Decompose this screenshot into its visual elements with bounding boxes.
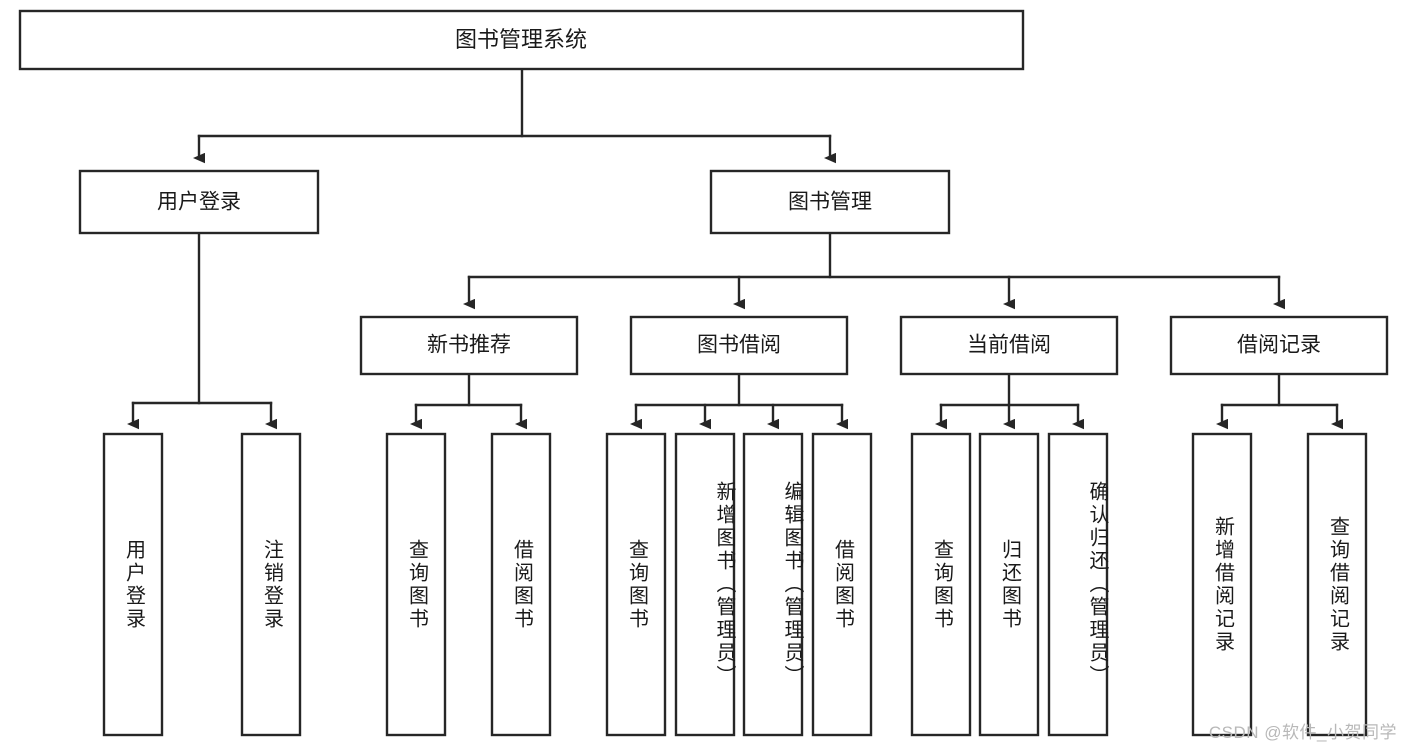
leaf-box-current-confirm[interactable] [1047, 432, 1109, 737]
node-borrow-record[interactable] [1169, 315, 1389, 376]
leaf-box-new-book-borrow[interactable] [490, 432, 552, 737]
leaf-box-record-query[interactable] [1306, 432, 1368, 737]
node-book-borrow-label: 图书借阅 [697, 334, 781, 357]
leaf-box-borrow-add[interactable] [674, 432, 736, 737]
node-borrow-record-label: 借阅记录 [1237, 334, 1321, 357]
node-root-book-management-system[interactable] [18, 9, 1025, 71]
edge-book-borrow-to-leaves [630, 372, 848, 430]
node-book-borrow[interactable] [629, 315, 849, 376]
node-new-book-recommend[interactable] [359, 315, 579, 376]
watermark-text: CSDN @软件_小贺同学 [1208, 723, 1397, 742]
node-root-label: 图书管理系统 [455, 27, 587, 52]
edge-book-manage-to-level3 [463, 231, 1285, 310]
edge-current-borrow-to-leaves [935, 372, 1084, 430]
leaf-box-user-login-login[interactable] [102, 432, 164, 737]
edge-user-login-to-leaves [127, 231, 277, 430]
node-current-borrow-label: 当前借阅 [967, 334, 1051, 357]
node-user-login[interactable] [78, 169, 320, 235]
leaf-box-new-book-query[interactable] [385, 432, 447, 737]
leaf-box-current-query[interactable] [910, 432, 972, 737]
edge-root-to-bus [193, 67, 836, 164]
leaf-box-borrow-lend[interactable] [811, 432, 873, 737]
node-user-login-label: 用户登录 [157, 191, 241, 214]
edge-new-book-to-leaves [410, 372, 527, 430]
leaf-box-borrow-query[interactable] [605, 432, 667, 737]
leaf-box-record-add[interactable] [1191, 432, 1253, 737]
leaf-box-current-return[interactable] [978, 432, 1040, 737]
node-book-management[interactable] [709, 169, 951, 235]
node-current-borrow[interactable] [899, 315, 1119, 376]
edge-borrow-record-to-leaves [1216, 372, 1343, 430]
node-new-book-recommend-label: 新书推荐 [427, 334, 511, 357]
node-book-management-label: 图书管理 [788, 191, 872, 214]
leaf-box-user-login-logout[interactable] [240, 432, 302, 737]
leaf-box-borrow-edit[interactable] [742, 432, 804, 737]
